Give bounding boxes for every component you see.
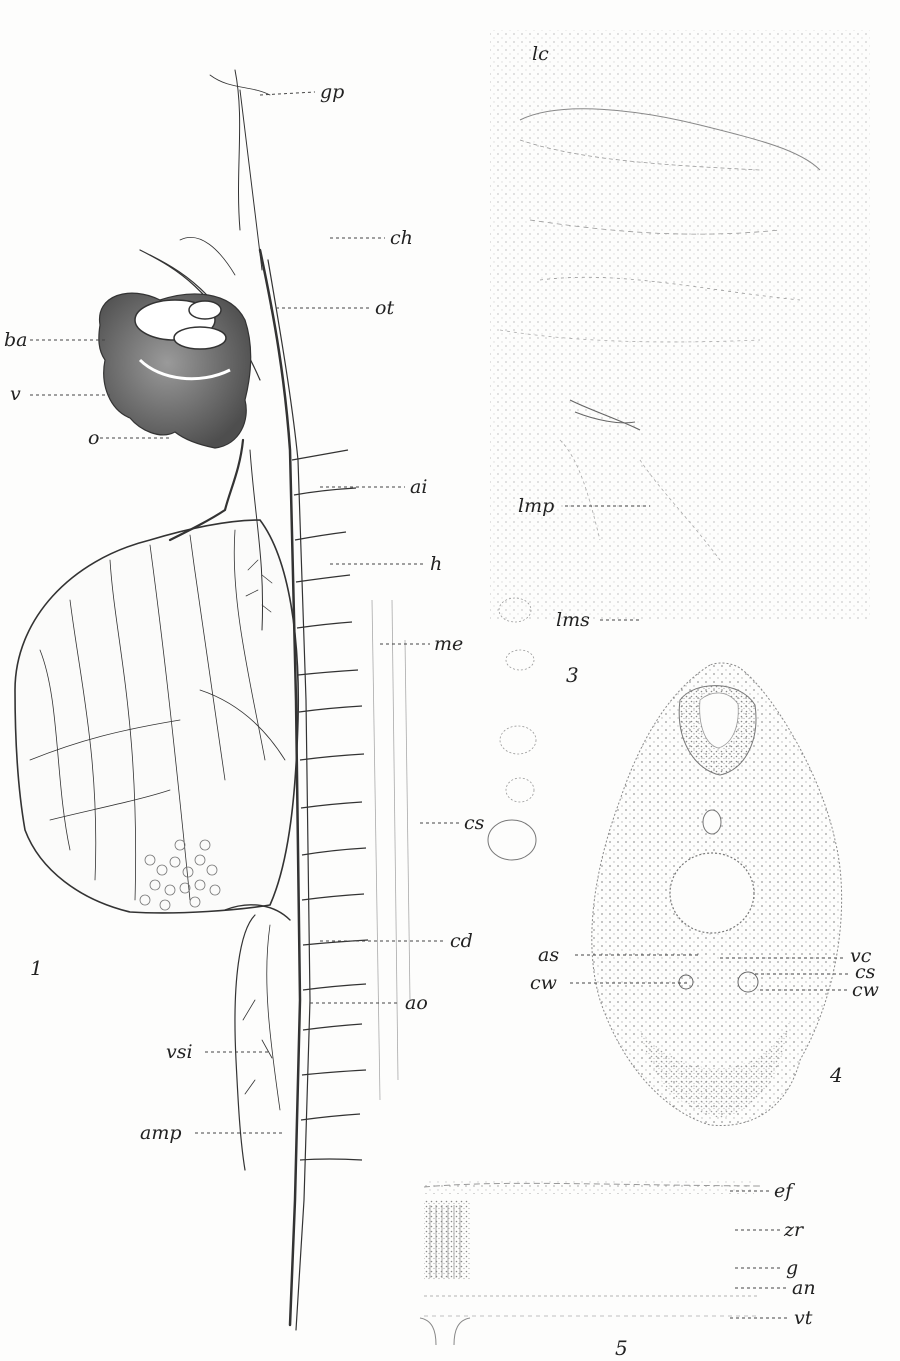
subintestinal-vein-2 [267, 925, 280, 1110]
label-ai: ai [410, 476, 427, 498]
label-ba: ba [4, 329, 28, 351]
intersegmental-arteries [292, 450, 368, 1160]
label-cs-fig1: cs [464, 812, 485, 834]
label-cw-right: cw [852, 979, 879, 1001]
label-gp: gp [320, 81, 344, 103]
label-cd: cd [450, 930, 473, 952]
label-amp: amp [140, 1122, 182, 1144]
label-cw-left: cw [530, 972, 557, 994]
label-vsi: vsi [166, 1041, 193, 1063]
label-lmp: lmp [518, 495, 554, 517]
label-as: as [538, 944, 559, 966]
bulbus-lumen-3 [189, 301, 221, 319]
mesoderm-lines [372, 600, 410, 1100]
notochord-section [703, 810, 721, 834]
branchial-outline [180, 237, 235, 275]
label-lms: lms [556, 609, 590, 631]
label-lc: lc [532, 43, 549, 65]
label-h: h [430, 553, 442, 575]
bulbus-lumen-2 [174, 327, 226, 349]
label-v: v [10, 383, 21, 405]
figure-4 [592, 663, 842, 1126]
label-ef: ef [774, 1180, 795, 1202]
gut-section [670, 853, 754, 933]
figure-2 [490, 30, 870, 620]
label-an: an [792, 1277, 816, 1299]
figure-number-5: 5 [615, 1336, 628, 1360]
tissue-base [420, 1318, 470, 1345]
label-ao: ao [405, 992, 428, 1014]
figure-number-1: 1 [30, 956, 43, 980]
figure-1 [15, 70, 410, 1330]
label-me: me [434, 633, 463, 655]
tissue-column [424, 1200, 470, 1280]
figure-3 [488, 598, 536, 860]
figure-5 [420, 1180, 760, 1345]
label-o: o [88, 427, 99, 449]
figure-number-3: 3 [566, 663, 579, 687]
label-vt: vt [794, 1307, 813, 1329]
label-g: g [786, 1257, 798, 1279]
subintestinal-branches [243, 1000, 272, 1094]
yolk-sac [15, 520, 298, 913]
figure-number-4: 4 [829, 1063, 843, 1087]
label-zr: zr [783, 1219, 805, 1241]
subintestinal-vein [235, 915, 255, 1170]
label-ch: ch [390, 227, 413, 249]
neural-tube-outline [235, 70, 240, 230]
label-ot: ot [375, 297, 394, 319]
carotid [240, 90, 262, 270]
